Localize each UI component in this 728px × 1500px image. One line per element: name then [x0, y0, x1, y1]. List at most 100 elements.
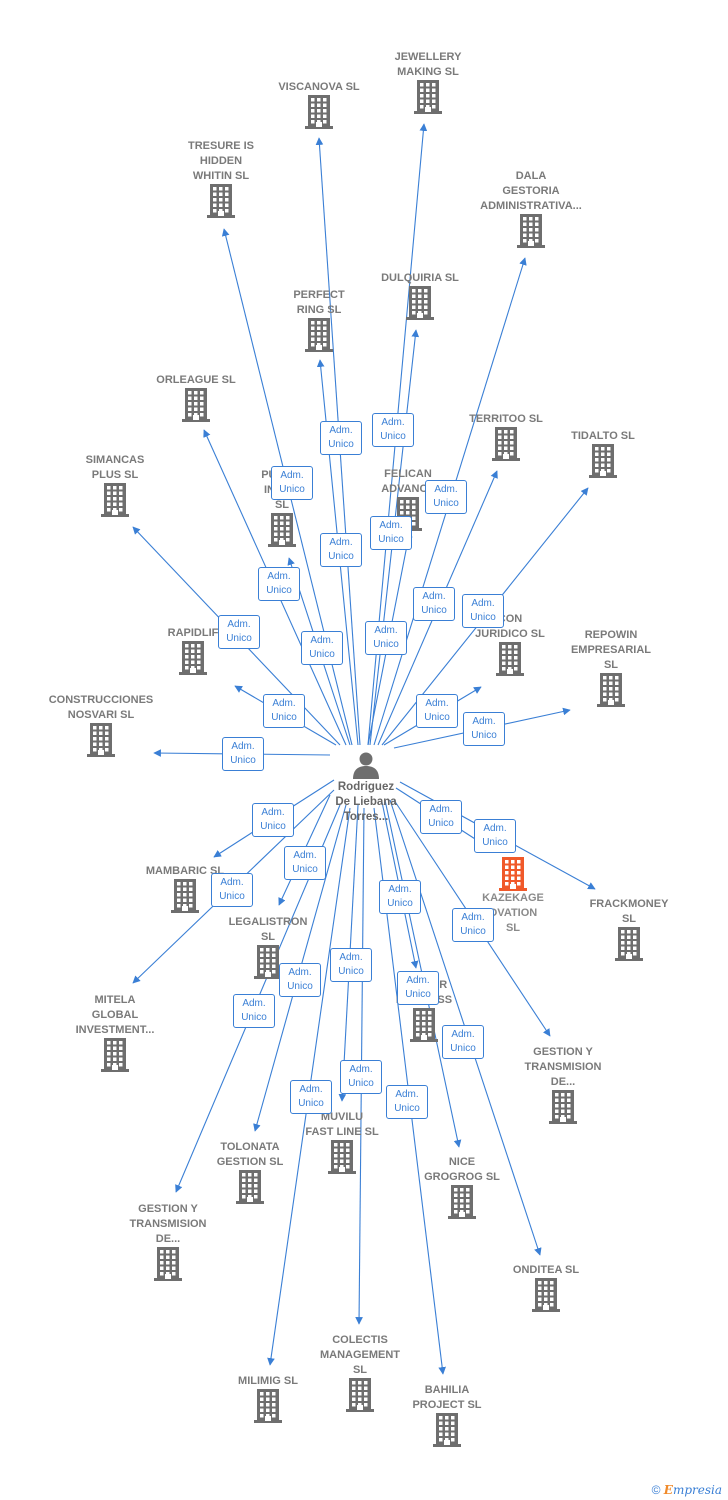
building-icon: [101, 1038, 129, 1072]
role-tag-territoo[interactable]: Adm. Unico: [413, 587, 455, 621]
company-label: FRACKMONEY SL: [589, 898, 669, 925]
role-tag-tresure[interactable]: Adm. Unico: [271, 466, 313, 500]
copyright-symbol: ©: [651, 1483, 661, 1497]
company-node-orleague[interactable]: ORLEAGUE SL: [131, 373, 261, 422]
company-label: VISCANOVA SL: [278, 81, 360, 93]
role-tag-felican[interactable]: Adm. Unico: [365, 621, 407, 655]
company-node-dala[interactable]: DALA GESTORIA ADMINISTRATIVA...: [466, 169, 596, 248]
building-icon: [406, 286, 434, 320]
company-node-gestion2[interactable]: GESTION Y TRANSMISION DE...: [103, 1202, 233, 1281]
person-node[interactable]: Rodriguez De Liebana Torres...: [316, 750, 416, 825]
building-icon: [492, 427, 520, 461]
company-label: ORLEAGUE SL: [156, 374, 236, 386]
role-tag-orleague[interactable]: Adm. Unico: [258, 567, 300, 601]
company-node-repowin[interactable]: REPOWIN EMPRESARIAL SL: [546, 628, 676, 707]
role-tag-nice[interactable]: Adm. Unico: [397, 971, 439, 1005]
building-icon: [182, 388, 210, 422]
company-label: DALA GESTORIA ADMINISTRATIVA...: [480, 170, 582, 212]
brand-name: mpresia: [672, 1483, 722, 1497]
company-label: ONDITEA SL: [512, 1264, 580, 1276]
role-tag-push[interactable]: Adm. Unico: [301, 631, 343, 665]
company-label: GESTION Y TRANSMISION DE...: [129, 1203, 207, 1245]
company-label: NICE GROGROG SL: [424, 1156, 500, 1183]
company-node-nosvari[interactable]: CONSTRUCCIONES NOSVARI SL: [36, 693, 166, 757]
role-tag-perfect[interactable]: Adm. Unico: [320, 533, 362, 567]
person-icon: [353, 752, 379, 779]
building-icon: [410, 1008, 438, 1042]
building-icon: [496, 642, 524, 676]
company-label: BAHILIA PROJECT SL: [412, 1384, 482, 1411]
role-tag-repowin[interactable]: Adm. Unico: [463, 712, 505, 746]
company-label: TERRITOO SL: [469, 413, 543, 425]
company-label: JEWELLERY MAKING SL: [394, 51, 462, 78]
building-icon: [433, 1413, 461, 1447]
company-node-tolonata[interactable]: TOLONATA GESTION SL: [185, 1140, 315, 1204]
building-icon: [154, 1247, 182, 1281]
company-node-dulquiria[interactable]: DULQUIRIA SL: [355, 271, 485, 320]
role-tag-nosvari[interactable]: Adm. Unico: [222, 737, 264, 771]
role-tag-muvilu[interactable]: Adm. Unico: [330, 948, 372, 982]
company-node-territoo[interactable]: TERRITOO SL: [441, 412, 571, 461]
company-node-perfect[interactable]: PERFECT RING SL: [254, 288, 384, 352]
company-label: KAZEKAGE OVATION SL: [482, 892, 544, 934]
role-tag-milimig[interactable]: Adm. Unico: [290, 1080, 332, 1114]
role-tag-juridico[interactable]: Adm. Unico: [416, 694, 458, 728]
building-icon: [499, 857, 527, 891]
role-tag-frackmoney[interactable]: Adm. Unico: [474, 819, 516, 853]
role-tag-simancas[interactable]: Adm. Unico: [218, 615, 260, 649]
company-node-kazekage[interactable]: KAZEKAGE OVATION SL: [448, 857, 578, 936]
building-icon: [179, 641, 207, 675]
company-label: REPOWIN EMPRESARIAL SL: [570, 629, 652, 671]
building-icon: [328, 1140, 356, 1174]
role-tag-tidalto[interactable]: Adm. Unico: [462, 594, 504, 628]
company-node-simancas[interactable]: SIMANCAS PLUS SL: [50, 453, 180, 517]
company-label: LEGALISTRON SL: [228, 916, 308, 943]
role-tag-jewellery[interactable]: Adm. Unico: [372, 413, 414, 447]
company-label: SIMANCAS PLUS SL: [85, 454, 145, 481]
role-tag-viscanova[interactable]: Adm. Unico: [320, 421, 362, 455]
role-tag-rapidlif[interactable]: Adm. Unico: [263, 694, 305, 728]
company-label: TRESURE IS HIDDEN WHITIN SL: [187, 140, 254, 182]
building-icon: [236, 1170, 264, 1204]
building-icon: [305, 95, 333, 129]
company-node-frackmoney[interactable]: FRACKMONEY SL: [564, 897, 694, 961]
role-tag-colectis[interactable]: Adm. Unico: [340, 1060, 382, 1094]
company-label: MITELA GLOBAL INVESTMENT...: [75, 994, 155, 1036]
role-tag-bahilia[interactable]: Adm. Unico: [386, 1085, 428, 1119]
company-node-milimig[interactable]: MILIMIG SL: [203, 1374, 333, 1423]
company-node-bahilia[interactable]: BAHILIA PROJECT SL: [382, 1383, 512, 1447]
company-node-gestion1[interactable]: GESTION Y TRANSMISION DE...: [498, 1045, 628, 1124]
company-node-mambaric[interactable]: MAMBARIC SL: [120, 864, 250, 913]
role-tag-kazekage[interactable]: Adm. Unico: [420, 800, 462, 834]
company-node-jewellery[interactable]: JEWELLERY MAKING SL: [363, 50, 493, 114]
role-tag-legalistron[interactable]: Adm. Unico: [284, 846, 326, 880]
role-tag-mambaric[interactable]: Adm. Unico: [252, 803, 294, 837]
role-tag-mitela[interactable]: Adm. Unico: [211, 873, 253, 907]
building-icon: [589, 444, 617, 478]
company-label: CONSTRUCCIONES NOSVARI SL: [48, 694, 154, 721]
company-node-nice[interactable]: NICE GROGROG SL: [397, 1155, 527, 1219]
company-node-tidalto[interactable]: TIDALTO SL: [538, 429, 668, 478]
company-node-muvilu[interactable]: MUVILU FAST LINE SL: [277, 1110, 407, 1174]
company-node-legalistron[interactable]: LEGALISTRON SL: [203, 915, 333, 979]
company-node-juridico[interactable]: CON JURIDICO SL: [445, 612, 575, 676]
building-icon: [597, 673, 625, 707]
company-node-rapidlif[interactable]: RAPIDLIF: [128, 626, 258, 675]
role-tag-gestion1[interactable]: Adm. Unico: [452, 908, 494, 942]
company-node-viscanova[interactable]: VISCANOVA SL: [254, 80, 384, 129]
role-tag-tolonata[interactable]: Adm. Unico: [279, 963, 321, 997]
company-node-colectis[interactable]: COLECTIS MANAGEMENT SL: [295, 1333, 425, 1412]
role-tag-dulquiria[interactable]: Adm. Unico: [370, 516, 412, 550]
role-tag-dala[interactable]: Adm. Unico: [425, 480, 467, 514]
company-node-onditea[interactable]: ONDITEA SL: [481, 1263, 611, 1312]
role-tag-onditea[interactable]: Adm. Unico: [442, 1025, 484, 1059]
company-label: TOLONATA GESTION SL: [216, 1141, 284, 1168]
company-node-mitela[interactable]: MITELA GLOBAL INVESTMENT...: [50, 993, 180, 1072]
building-icon: [615, 927, 643, 961]
company-node-tresure[interactable]: TRESURE IS HIDDEN WHITIN SL: [156, 139, 286, 218]
role-tag-gestion2[interactable]: Adm. Unico: [233, 994, 275, 1028]
company-label: RAPIDLIF: [167, 627, 219, 639]
role-tag-keycar[interactable]: Adm. Unico: [379, 880, 421, 914]
brand-footer[interactable]: © Empresia: [652, 1483, 722, 1497]
company-label: TIDALTO SL: [571, 430, 635, 442]
